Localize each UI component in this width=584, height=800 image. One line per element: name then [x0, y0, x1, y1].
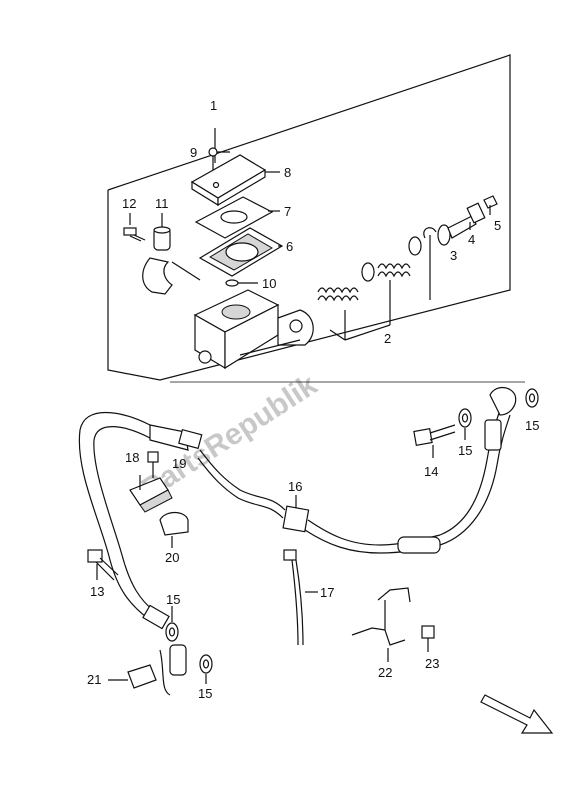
part-6-diaphragm [198, 227, 284, 277]
part-9-screw [208, 147, 230, 170]
part-8-cap [190, 154, 280, 207]
callout-11: 11 [155, 196, 169, 211]
part-18-clamp [129, 475, 173, 513]
part-13-bolt [87, 549, 119, 581]
callout-17: 17 [320, 585, 334, 600]
callout-8: 8 [284, 165, 291, 180]
callout-3: 3 [450, 248, 457, 263]
callout-5: 5 [494, 218, 501, 233]
callout-2: 2 [384, 331, 391, 346]
part-4-pushrod [437, 202, 486, 246]
callout-15a: 15 [525, 418, 539, 433]
part-2-piston-kit [317, 236, 422, 341]
clutch-hose [78, 409, 511, 621]
part-19-screw [147, 451, 159, 478]
callout-4: 4 [468, 232, 475, 247]
callout-23: 23 [425, 656, 439, 671]
part-3-circlip [423, 227, 437, 300]
callout-20: 20 [165, 550, 179, 565]
lower-hose-fitting [142, 604, 187, 696]
callout-7: 7 [284, 204, 291, 219]
callout-18: 18 [125, 450, 139, 465]
callout-12: 12 [122, 196, 136, 211]
front-arrow-icon [480, 694, 554, 734]
callout-22: 22 [378, 665, 392, 680]
part-22-bracket [351, 587, 411, 662]
callout-10: 10 [262, 276, 276, 291]
part-15-washer-upper [458, 388, 539, 440]
part-20-clip [159, 511, 189, 548]
callout-21: 21 [87, 672, 101, 687]
part-10-small [225, 279, 258, 287]
banjo-fitting [484, 386, 517, 451]
callout-15b: 15 [458, 443, 472, 458]
part-23-bolt [421, 625, 435, 652]
callout-19: 19 [172, 456, 186, 471]
callout-15c: 15 [166, 592, 180, 607]
callout-6: 6 [286, 239, 293, 254]
part-17-tie [283, 549, 318, 646]
part-14-banjo-bolt [413, 424, 456, 458]
part-21-clamp [108, 664, 157, 689]
callout-1: 1 [210, 98, 217, 113]
part-5-nut [483, 195, 498, 215]
callout-9: 9 [190, 145, 197, 160]
callout-16: 16 [288, 479, 302, 494]
callout-14: 14 [424, 464, 438, 479]
callout-13: 13 [90, 584, 104, 599]
part-7-plate [194, 196, 280, 239]
part-12-bolt [123, 213, 146, 242]
part-15-washer-lower [165, 606, 213, 684]
assembly-box [107, 54, 511, 381]
callout-15d: 15 [198, 686, 212, 701]
master-cylinder-body [193, 289, 314, 370]
part-11-clamp [142, 213, 201, 295]
